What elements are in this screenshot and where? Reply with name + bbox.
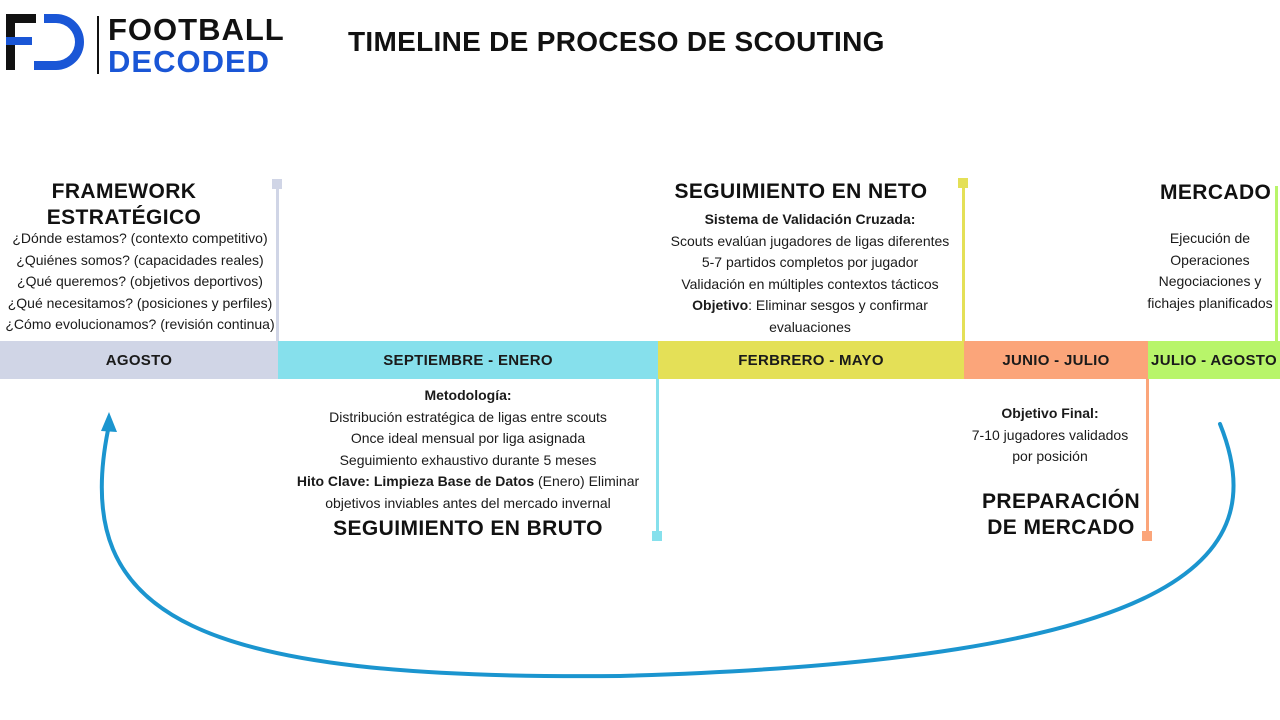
neto-line: Scouts evalúan jugadores de ligas difere… — [670, 232, 950, 249]
framework-question: ¿Dónde estamos? (contexto competitivo) — [12, 230, 268, 246]
connector-marker-neto — [958, 178, 968, 188]
timeline-segment-julio-agosto: JULIO - AGOSTO — [1148, 341, 1280, 379]
timeline-segment-label: JUNIO - JULIO — [1002, 351, 1110, 369]
fd-monogram-icon — [6, 14, 84, 70]
mercado-line: Ejecución de — [1169, 230, 1251, 246]
preparacion-line: por posición — [1012, 448, 1088, 464]
timeline-segment-febrero-mayo: FERBRERO - MAYO — [658, 341, 964, 379]
connector-preparacion — [1146, 379, 1149, 532]
timeline-segment-label: FERBRERO - MAYO — [738, 351, 884, 369]
bruto-line: Distribución estratégica de ligas entre … — [329, 408, 607, 425]
timeline-segment-agosto: AGOSTO — [0, 341, 278, 379]
neto-subheading: Sistema de Validación Cruzada: — [704, 211, 916, 227]
neto-line: Validación en múltiples contextos táctic… — [681, 275, 939, 292]
mercado-line: Negociaciones y — [1158, 273, 1262, 289]
football-decoded-logo: FOOTBALL DECODED — [4, 8, 304, 78]
timeline-segment-label: AGOSTO — [105, 351, 173, 369]
neto-line: 5-7 partidos completos por jugador — [701, 254, 919, 270]
timeline-segment-label: SEPTIEMBRE - ENERO — [383, 351, 553, 369]
connector-neto — [962, 186, 965, 341]
framework-questions: ¿Dónde estamos? (contexto competitivo) ¿… — [0, 228, 280, 336]
bruto-subheading: Metodología: — [424, 387, 512, 403]
connector-marker-preparacion — [1142, 531, 1152, 541]
framework-question: ¿Quiénes somos? (capacidades reales) — [16, 251, 264, 268]
bruto-line: Once ideal mensual por liga asignada — [350, 430, 586, 446]
logo-word-football: FOOTBALL — [108, 12, 285, 47]
page-title: TIMELINE DE PROCESO DE SCOUTING — [348, 26, 885, 57]
neto-heading: SEGUIMIENTO EN NETO — [674, 180, 928, 203]
mercado-line: fichajes planificados — [1147, 294, 1273, 311]
preparacion-details: Objetivo Final: 7-10 jugadores validados… — [970, 403, 1130, 468]
mercado-details: Ejecución de Operaciones Negociaciones y… — [1140, 228, 1280, 314]
timeline-segment-septiembre-enero: SEPTIEMBRE - ENERO — [278, 341, 658, 379]
framework-question: ¿Qué necesitamos? (posiciones y perfiles… — [7, 294, 273, 311]
preparacion-heading: PREPARACIÓN DE MERCADO — [981, 490, 1141, 539]
connector-framework — [276, 186, 279, 341]
logo-divider — [97, 16, 99, 74]
connector-bruto — [656, 379, 659, 532]
mercado-line: Operaciones — [1170, 251, 1250, 268]
connector-marker-framework — [272, 179, 282, 189]
logo-word-decoded: DECODED — [108, 44, 271, 79]
connector-marker-bruto — [652, 531, 662, 541]
cycle-arrowhead-icon — [101, 412, 117, 432]
bruto-line: Seguimiento exhaustivo durante 5 meses — [339, 451, 597, 468]
connector-mercado — [1275, 186, 1278, 341]
framework-question: ¿Qué queremos? (objetivos deportivos) — [17, 273, 263, 289]
timeline-segment-label: JULIO - AGOSTO — [1151, 351, 1277, 369]
bruto-milestone-cont: objetivos inviables antes del mercado in… — [325, 494, 611, 511]
timeline-segment-junio-julio: JUNIO - JULIO — [964, 341, 1148, 379]
framework-heading: FRAMEWORK ESTRATÉGICO — [46, 180, 202, 229]
mercado-heading: MERCADO — [1160, 181, 1272, 204]
neto-objective: Objetivo: Eliminar sesgos y confirmar — [692, 297, 928, 313]
neto-details: Sistema de Validación Cruzada: Scouts ev… — [650, 209, 970, 338]
bruto-milestone: Hito Clave: Limpieza Base de Datos (Ener… — [296, 473, 640, 489]
preparacion-line: 7-10 jugadores validados — [971, 426, 1129, 443]
bruto-details: Metodología: Distribución estratégica de… — [268, 385, 668, 514]
bruto-heading: SEGUIMIENTO EN BRUTO — [333, 517, 603, 540]
preparacion-subheading: Objetivo Final: — [1001, 405, 1099, 421]
framework-question: ¿Cómo evolucionamos? (revisión continua) — [5, 316, 275, 332]
neto-objective-cont: evaluaciones — [769, 318, 851, 335]
